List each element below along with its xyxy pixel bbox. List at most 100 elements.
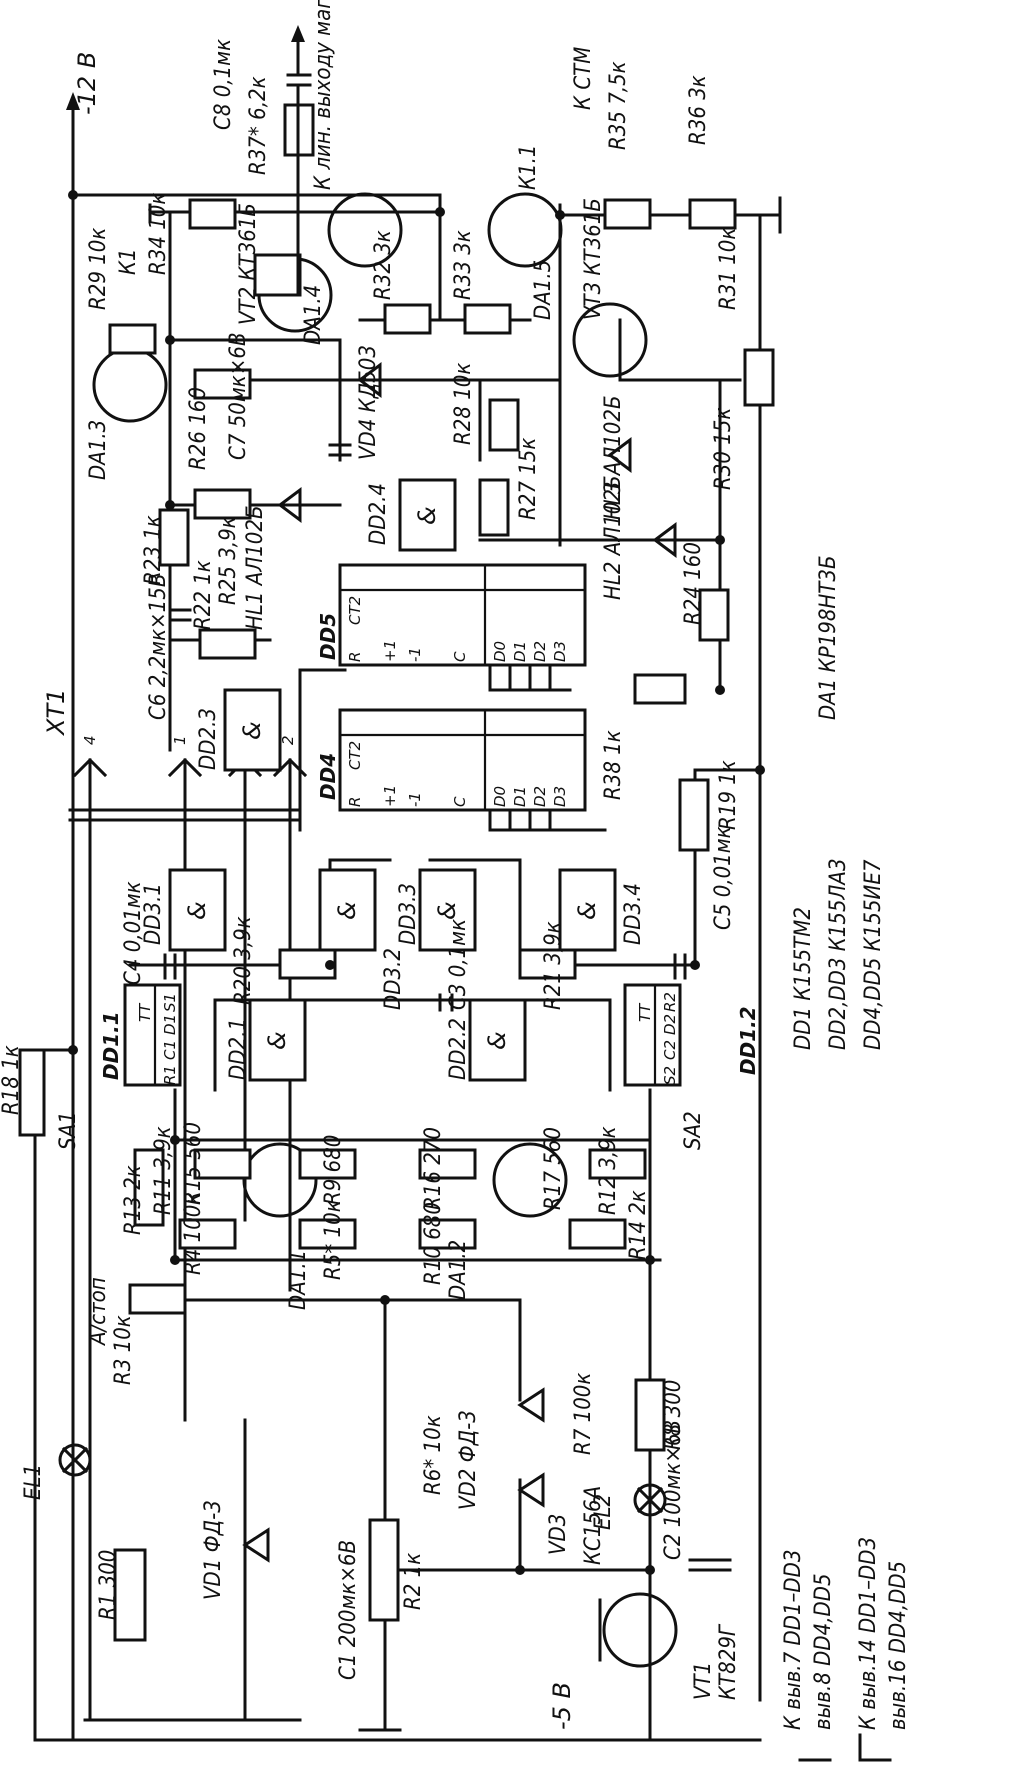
note-dd1: DD1 К155ТМ2 [791,907,816,1050]
label-r8: R8 300 [661,1380,686,1450]
label-r1: R1 300 [96,1550,121,1620]
label-vt3: VT3 КТ361Б [581,198,606,320]
label-r27: R27 15к [516,438,541,520]
chip-pin: C1 [161,1040,179,1060]
label-da1-3: DA1.3 [86,420,111,480]
chip-dd2-3-type: & [238,721,266,740]
chip-pin: R2 [661,992,679,1012]
chip-pin: D1 [511,786,529,807]
chip-pin: D3 [551,641,569,662]
label-r23: R23 1к [141,515,166,585]
label-el2: EL2 [591,1494,616,1530]
label-c1: C1 200мк×6В [336,1540,361,1680]
junction-dots [68,190,765,1575]
chip-pin: D1 [511,641,529,662]
chip-dd3-4-name: DD3.4 [621,883,646,945]
label-vd2: VD2 ФД-3 [456,1410,481,1510]
notes-block: DD1 К155ТМ2 DD2,DD3 К155ЛА3 DD4,DD5 К155… [781,555,911,1762]
note-dd4: DD4,DD5 К155ИЕ7 [861,859,886,1050]
label-r22: R22 1к [191,560,216,630]
label-c2: C2 100мк×6В [661,1420,686,1560]
chip-pin: D2 [661,1014,679,1035]
chip-pin: -1 [406,792,424,807]
label-c3: C3 0,1мк [446,919,471,1010]
label-c4: C4 0,01мк [121,881,146,985]
label-vd3-type: КС156А [581,1486,606,1565]
label-r37: R37* 6,2к [246,76,271,175]
sensor-block [58,1378,732,1742]
label-relay-contact: К1.1 [516,144,541,190]
label-r34: R34 10к [146,193,171,275]
label-to-stm: К СТМ [571,47,596,110]
label-sa1: SA1 [56,1111,81,1150]
label-r29: R29 10к [86,228,111,310]
label-minus5v: -5 В [548,1682,576,1730]
label-minus12v: -12 В [73,52,101,115]
label-r20: R20 3,9к [231,916,256,1005]
component-labels: R18 1к SA1 SA2 R13 2к R11 3,9к R15 560 R… [0,39,741,1730]
note-pin14: К выв.14 DD1–DD3 [856,1537,881,1730]
label-r32: R32 3к [371,230,396,300]
label-sa2: SA2 [681,1111,706,1150]
chip-dd2-3-name: DD2.3 [196,708,221,770]
label-vt1: VT1 [691,1662,716,1700]
resistors [18,103,775,1315]
pin-label: 4 [81,735,99,745]
label-r18: R18 1к [0,1045,24,1115]
label-c6: C6 2,2мк×15В [146,574,171,720]
label-c8: C8 0,1мк [211,39,236,130]
capacitors [163,25,687,1012]
chip-dd1-1-name: DD1.1 [99,1011,123,1080]
label-r21: R21 3,9к [541,921,566,1010]
label-r15: R15 560 [181,1122,206,1205]
chip-pin: R1 [161,1065,179,1085]
chip-pin: S1 [161,993,179,1012]
transistor-array [92,192,648,1218]
label-tape-output: К лин. выходу магнитофона [311,0,336,190]
leds [277,362,677,558]
label-r17: R17 560 [541,1127,566,1210]
label-vt2: VT2 КТ361Б [236,203,261,325]
pin-label: 1 [171,735,189,745]
label-k1: К1 [116,248,141,275]
label-r4: R4 100к [181,1193,206,1275]
chip-dd3-3-name: DD3.3 [396,883,421,945]
chip-pin: C [451,796,469,807]
chip-dd4-type: CT2 [346,741,364,770]
pin-label: 2 [279,735,297,745]
chip-pin: D2 [531,786,549,807]
label-hl2: HL2 АЛ102Б [601,475,626,600]
chip-dd1-2-name: DD1.2 [736,1006,760,1075]
label-r24: R24 160 [681,542,706,625]
chip-dd3-2-type: & [333,901,361,920]
chip-dd2-4-type: & [413,506,441,525]
note-pin7: К выв.7 DD1–DD3 [781,1549,806,1730]
label-da1-1: DA1.1 [286,1250,311,1310]
label-da1-4: DA1.4 [301,285,326,345]
label-r26: R26 160 [186,387,211,470]
label-r6: R6* 10к [421,1415,446,1495]
label-r35: R35 7,5к [606,61,631,150]
chip-dd3-4-type: & [573,901,601,920]
chip-dd5-name: DD5 [316,613,340,660]
chip-dd3-1-name: DD3.1 [141,883,166,945]
note-pin16: выв.16 DD4,DD5 [886,1561,911,1730]
chip-pin: -1 [406,647,424,662]
label-vd3: VD3 [546,1514,571,1555]
chip-labels: DD1.1 TT R1 C1 D1 S1 DD1.2 TT S2 C2 D2 R… [99,483,760,1085]
note-da1: DA1 КР198НТ3Б [816,555,841,720]
chips [123,478,682,1087]
chip-pin: R [346,652,364,662]
label-r25: R25 3,9к [216,516,241,605]
chip-pin: D2 [531,641,549,662]
label-r16: R16 270 [421,1127,446,1210]
chip-pin: R [346,797,364,807]
label-da1-5: DA1.5 [531,260,556,320]
label-r19: R19 1к [716,760,741,830]
chip-pin: C [451,651,469,662]
chip-pin: +1 [381,640,399,662]
label-c5: C5 0,01мк [711,826,736,930]
chip-dd2-1-type: & [263,1031,291,1050]
label-hl3: HL3 АЛ102Б [601,395,626,520]
label-r33: R33 3к [451,230,476,300]
